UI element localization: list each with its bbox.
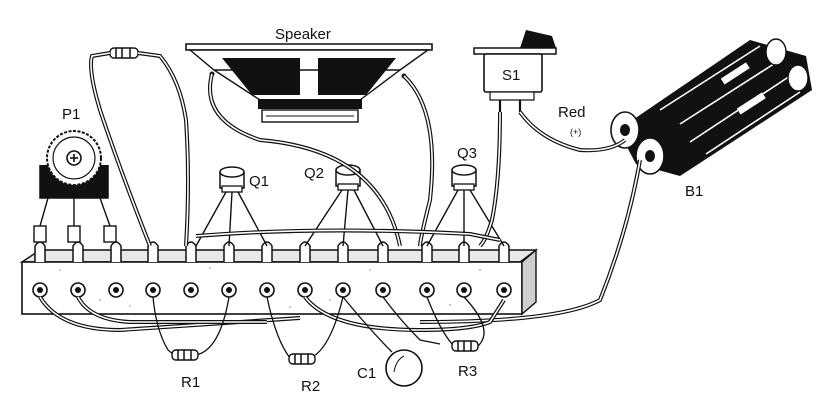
- terminal-screw: [32, 282, 48, 298]
- p1-label: P1: [62, 106, 80, 123]
- terminal-screw: [145, 282, 161, 298]
- terminal-screw: [419, 282, 435, 298]
- transistor-q3: [426, 164, 505, 247]
- terminal-screw: [335, 282, 351, 298]
- terminal-screw: [70, 282, 86, 298]
- resistor-r3: [451, 340, 479, 352]
- r3-label: R3: [458, 363, 477, 380]
- resistor-r1: [171, 349, 199, 361]
- terminal-screw: [297, 282, 313, 298]
- terminal-screw: [183, 282, 199, 298]
- terminal-screw: [221, 282, 237, 298]
- terminal-screw: [108, 282, 124, 298]
- speaker: [185, 43, 433, 123]
- q3-label: Q3: [457, 145, 477, 162]
- terminal-screw: [259, 282, 275, 298]
- component-leads: [152, 296, 485, 359]
- terminal-screw: [375, 282, 391, 298]
- transistor-q1: [195, 166, 268, 247]
- red-label: Red: [558, 104, 586, 121]
- terminal-screw: [456, 282, 472, 298]
- b1-label: B1: [685, 183, 703, 200]
- r2-label: R2: [301, 378, 320, 395]
- terminal-screw: [496, 282, 512, 298]
- c1-label: C1: [357, 365, 376, 382]
- switch-s1: [473, 30, 557, 112]
- capacitor-c1: [385, 349, 423, 387]
- resistor-r2: [288, 353, 316, 365]
- s1-label: S1: [502, 67, 520, 84]
- battery-holder-b1: [610, 38, 812, 176]
- r1-label: R1: [181, 374, 200, 391]
- q1-label: Q1: [249, 173, 269, 190]
- potentiometer-p1: [33, 130, 117, 243]
- q2-label: Q2: [304, 165, 324, 182]
- speaker-label: Speaker: [275, 26, 331, 43]
- resistor-top: [109, 47, 139, 59]
- wires: [38, 51, 642, 333]
- plus-label: (+): [570, 127, 581, 137]
